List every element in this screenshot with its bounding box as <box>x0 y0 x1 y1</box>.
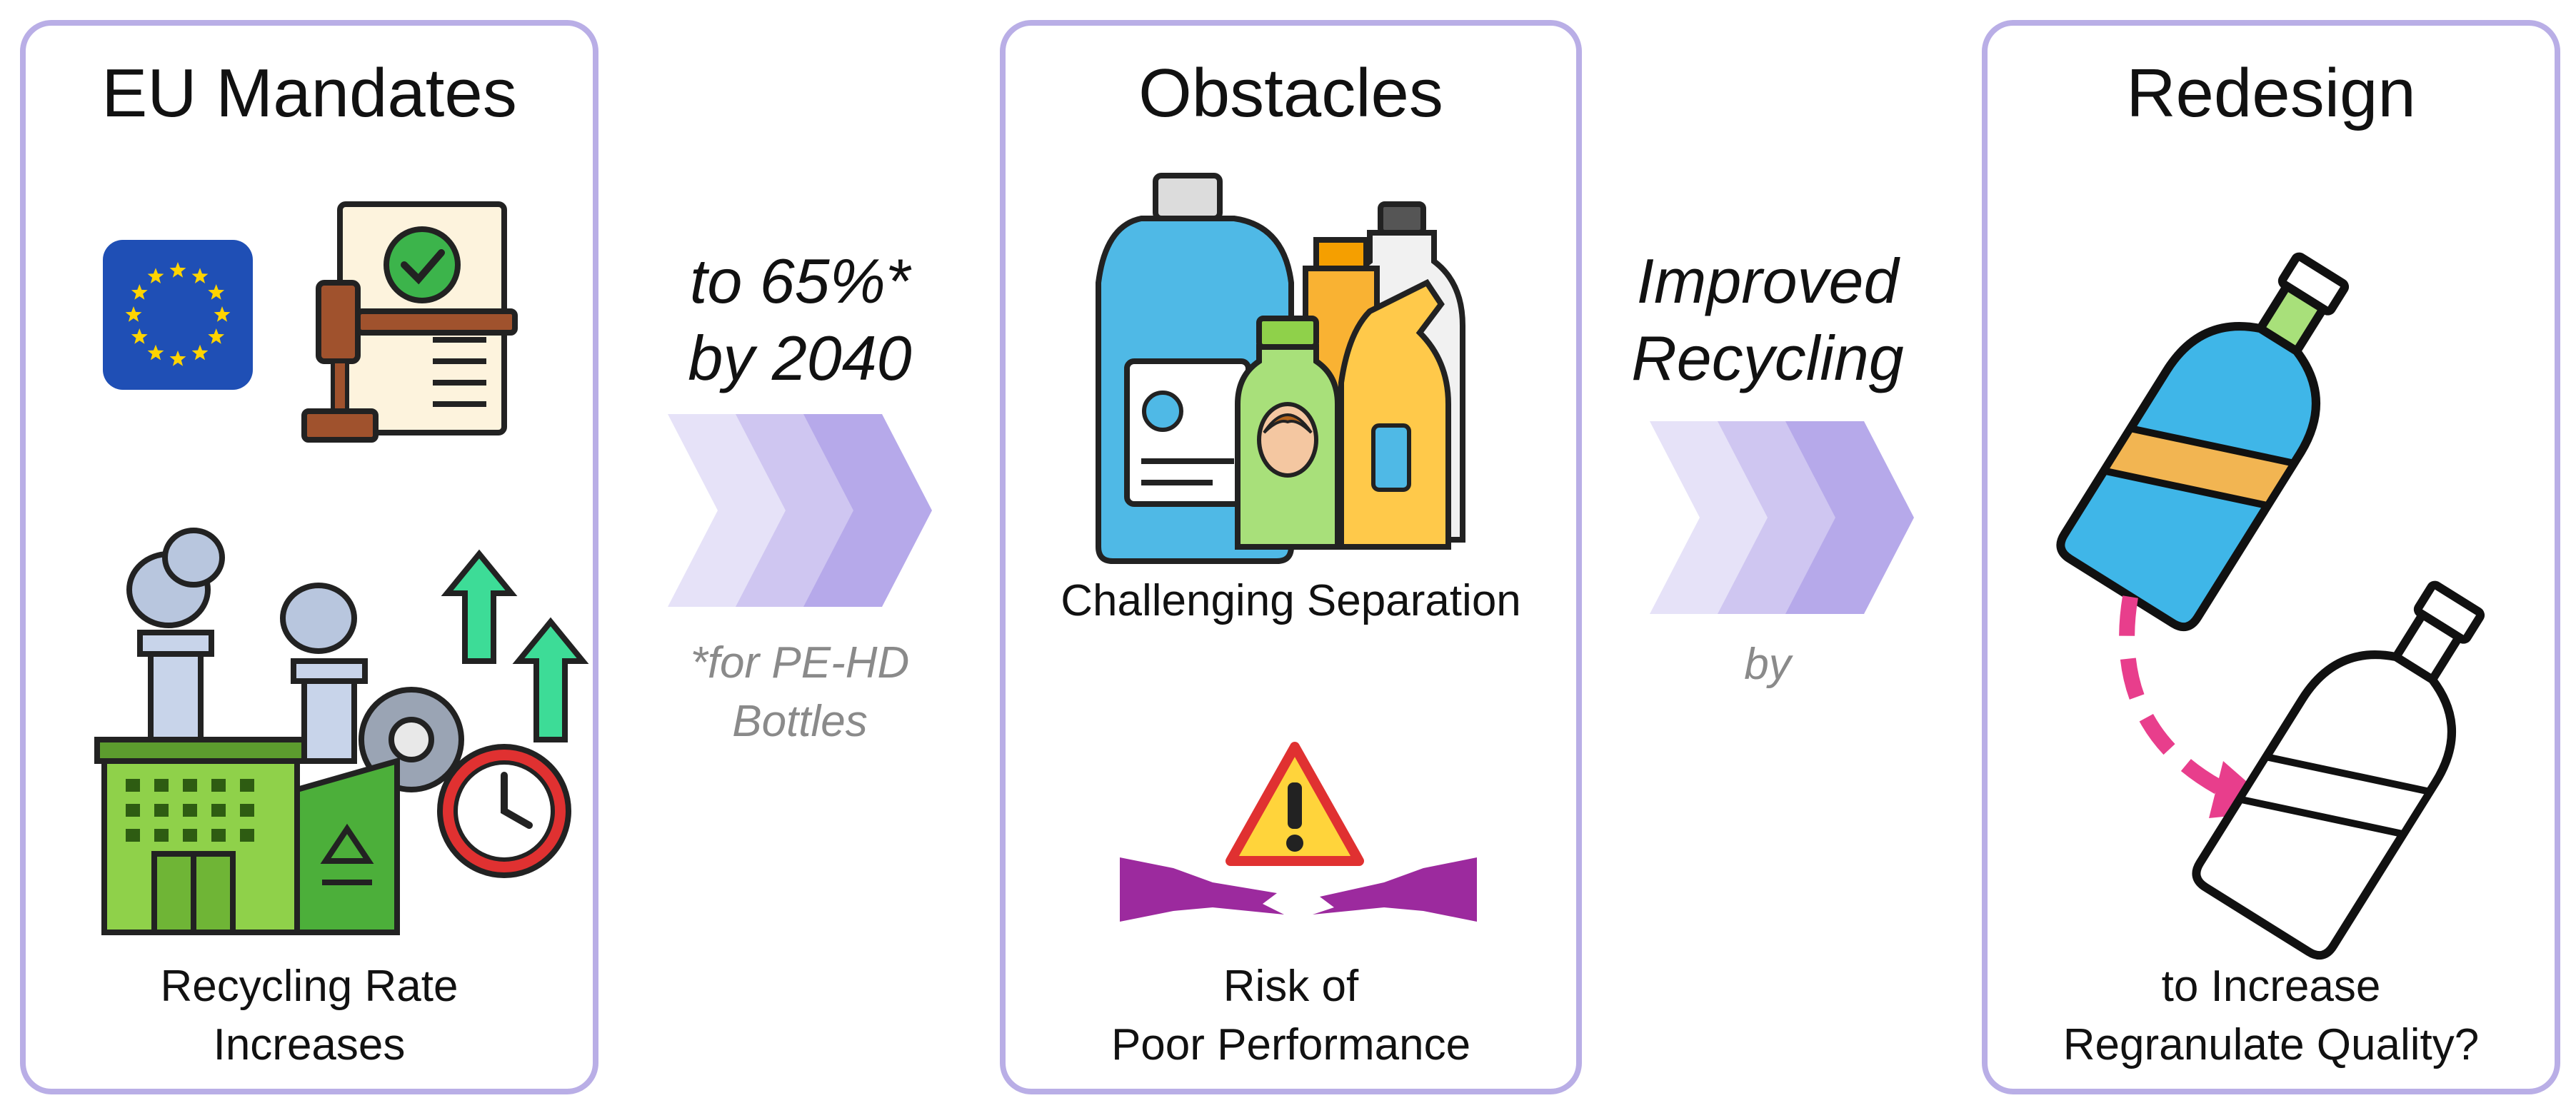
warning-icon <box>1226 742 1364 866</box>
eu-star-icon <box>208 284 225 300</box>
eu-star-icon <box>191 344 209 361</box>
outline-bottle-icon <box>2192 580 2485 960</box>
eu-star-icon <box>125 306 142 322</box>
connector-label-line: Recycling <box>1631 323 1904 393</box>
connector-note-line: *for PE-HD <box>690 638 910 688</box>
connector-label-target: to 65%* by 2040 <box>614 243 986 397</box>
connector-label-line: Improved <box>1636 246 1899 316</box>
chevron-arrow-icon <box>1650 421 1914 614</box>
panel-title: EU Mandates <box>101 55 517 131</box>
connector-label-line: by 2040 <box>688 323 912 393</box>
panel-redesign: Redesign to Increase Regranulate Quality… <box>1982 20 2560 1094</box>
caption-line: Regranulate Quality? <box>2063 1020 2480 1069</box>
caption-risk-poor-performance: Risk of Poor Performance <box>1006 957 1576 1074</box>
blue-bottle-icon <box>2056 252 2350 632</box>
panel-title: Redesign <box>2126 55 2416 131</box>
connector-note-by: by <box>1744 640 1791 689</box>
caption-line: Poor Performance <box>1111 1020 1471 1069</box>
eu-star-icon <box>131 328 148 344</box>
eu-star-icon <box>131 284 148 300</box>
eu-star-icon <box>147 344 164 361</box>
caption-challenging-separation: Challenging Separation <box>1061 576 1521 625</box>
caption-line: Recycling Rate <box>160 962 458 1011</box>
panel-title: Obstacles <box>1138 55 1443 131</box>
eu-star-icon <box>208 328 225 344</box>
caption-line: Risk of <box>1223 962 1359 1011</box>
caption-regranulate-quality: to Increase Regranulate Quality? <box>1988 957 2555 1074</box>
connector-label-improved-recycling: Improved Recycling <box>1596 243 1939 397</box>
eu-star-icon <box>169 262 186 278</box>
detergent-bottles-icon <box>1096 173 1465 564</box>
eu-star-icon <box>169 351 186 366</box>
caption-recycling-rate: Recycling Rate Increases <box>26 957 593 1074</box>
eu-star-icon <box>147 268 164 283</box>
chevron-arrow-icon <box>668 414 932 607</box>
law-document-icon <box>301 201 518 443</box>
eu-star-icon <box>214 306 231 322</box>
connector-note-line: Bottles <box>732 697 868 746</box>
connector-label-line: to 65%* <box>689 246 911 316</box>
panel-eu-mandates: EU Mandates <box>20 20 598 1094</box>
connector-note-pehd: *for PE-HD Bottles <box>614 634 986 751</box>
eu-flag-icon <box>103 240 253 390</box>
factory-icon <box>94 528 589 935</box>
eu-star-icon <box>191 268 209 283</box>
broken-part-icon <box>1120 857 1477 922</box>
panel-obstacles: Obstacles Challenging Separation Risk of… <box>1000 20 1582 1094</box>
caption-line: Increases <box>213 1020 406 1069</box>
caption-line: to Increase <box>2161 962 2381 1011</box>
